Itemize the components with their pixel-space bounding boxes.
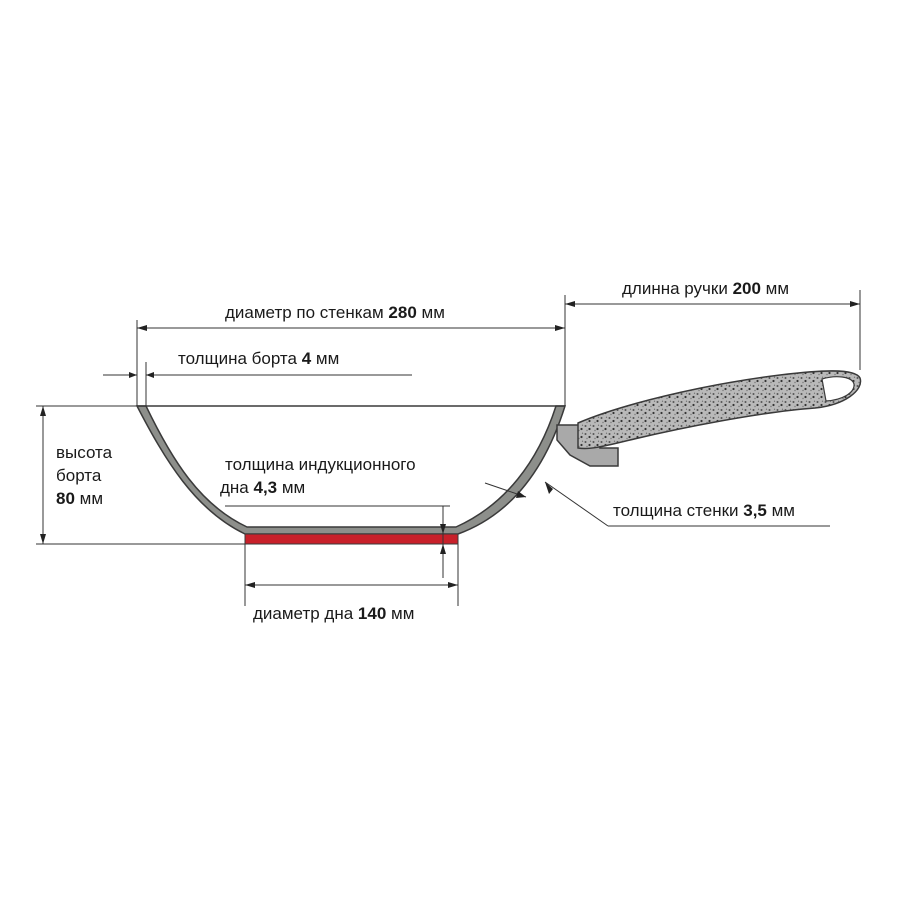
pan-body [135, 405, 567, 545]
arrow-left-icon [137, 325, 147, 331]
wall-thickness-dimension: толщина стенки 3,5 мм [484, 481, 830, 527]
arrow-icon [545, 482, 553, 494]
arrow-up-icon [440, 544, 446, 554]
arrow-icon [516, 491, 526, 498]
induction-thickness-dimension: толщина индукционного дна 4,3 мм [220, 455, 450, 578]
arrow-left-icon [565, 301, 575, 307]
arrow-left-icon [146, 372, 154, 378]
induction-thickness-label: толщина индукционного дна 4,3 мм [220, 455, 420, 497]
wall-diameter-dimension: диаметр по стенкам 280 мм [136, 295, 566, 406]
handle-length-dimension: длинна ручки 200 мм [565, 279, 861, 370]
rim-thickness-dimension: толщина борта 4 мм [103, 349, 412, 406]
arrow-right-icon [448, 582, 458, 588]
wall-thickness-label: толщина стенки 3,5 мм [613, 501, 795, 520]
side-height-dimension: высота борта 80 мм [36, 405, 245, 545]
induction-base [244, 533, 459, 545]
wall-diameter-label: диаметр по стенкам 280 мм [225, 303, 445, 322]
side-height-label: высота борта 80 мм [56, 443, 117, 508]
arrow-right-icon [129, 372, 137, 378]
base-diameter-label: диаметр дна 140 мм [253, 604, 414, 623]
base-diameter-dimension: диаметр дна 140 мм [244, 544, 459, 623]
handle-length-label: длинна ручки 200 мм [622, 279, 789, 298]
handle-grip [577, 370, 862, 450]
arrow-down-icon [40, 534, 46, 544]
arrow-right-icon [555, 325, 565, 331]
pan-handle [556, 370, 862, 467]
arrow-right-icon [850, 301, 860, 307]
rim-thickness-label: толщина борта 4 мм [178, 349, 339, 368]
arrow-down-icon [440, 524, 446, 534]
handle-hanging-hole [821, 376, 855, 402]
arrow-up-icon [40, 406, 46, 416]
arrow-left-icon [245, 582, 255, 588]
